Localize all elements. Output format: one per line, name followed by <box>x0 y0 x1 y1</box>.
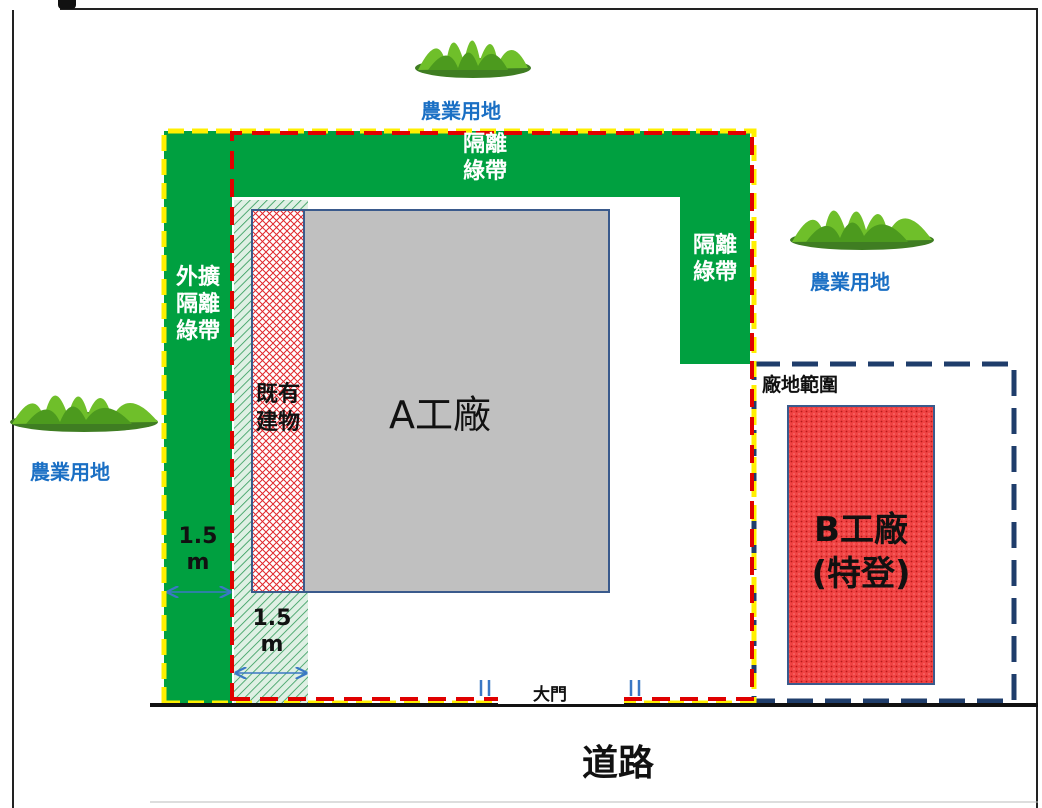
buffer-left-line3: 綠帶 <box>175 319 220 344</box>
factory-b-line1: B工廠 <box>814 510 908 550</box>
buffer-right-line2: 綠帶 <box>692 260 737 285</box>
dim-left-value: 1.5 <box>178 524 218 549</box>
buffer-left-line2: 隔離 <box>175 292 220 317</box>
factory-b-building <box>787 405 935 685</box>
gate-mark-right <box>629 680 641 696</box>
buffer-top-line2: 綠帶 <box>462 159 507 184</box>
gate-mark-left <box>479 680 491 696</box>
buffer-top-line1: 隔離 <box>462 132 507 157</box>
existing-building-label: 既有 建物 <box>250 381 306 437</box>
frame-corner-mask <box>0 0 60 10</box>
grass-icon <box>10 395 158 432</box>
existing-line1: 既有 <box>255 382 300 407</box>
buffer-top-label: 隔離 綠帶 <box>445 131 525 185</box>
factory-b-label: B工廠 (特登) <box>788 508 934 596</box>
farm-label-right: 農業用地 <box>810 270 890 294</box>
existing-building <box>251 209 305 593</box>
buffer-left-strip <box>164 131 232 703</box>
top-mark <box>58 0 76 9</box>
buffer-right-strip <box>680 197 750 364</box>
factory-a-label: A工廠 <box>389 393 491 437</box>
buffer-right-line1: 隔離 <box>692 233 737 258</box>
gate-label: 大門 <box>533 685 567 705</box>
factory-a-building <box>303 209 610 593</box>
buffer-top-strip <box>232 131 750 197</box>
farm-label-top: 農業用地 <box>421 99 501 123</box>
grass-icon <box>415 40 531 78</box>
diagram-frame <box>12 8 1038 808</box>
dim-left-label: 1.5 m <box>166 524 230 576</box>
dim-bottom-value: 1.5 <box>252 606 292 631</box>
factory-b-line2: (特登) <box>811 554 911 594</box>
existing-line2: 建物 <box>255 410 300 435</box>
dim-bottom-label: 1.5 m <box>238 606 306 658</box>
buffer-left-line1: 外擴 <box>175 265 220 290</box>
site-range-label: 廠地範圍 <box>762 370 839 397</box>
dim-bottom-unit: m <box>260 632 284 657</box>
property-boundary-red <box>230 131 754 701</box>
site-range-border <box>751 361 1017 704</box>
grass-icon <box>790 210 934 250</box>
farm-label-left: 農業用地 <box>30 460 110 484</box>
dim-left-unit: m <box>186 550 210 575</box>
buffer-left-label: 外擴 隔離 綠帶 <box>164 264 232 345</box>
buffer-right-label: 隔離 綠帶 <box>680 232 750 286</box>
gate-gap <box>498 684 624 704</box>
road-label: 道路 <box>582 743 655 784</box>
